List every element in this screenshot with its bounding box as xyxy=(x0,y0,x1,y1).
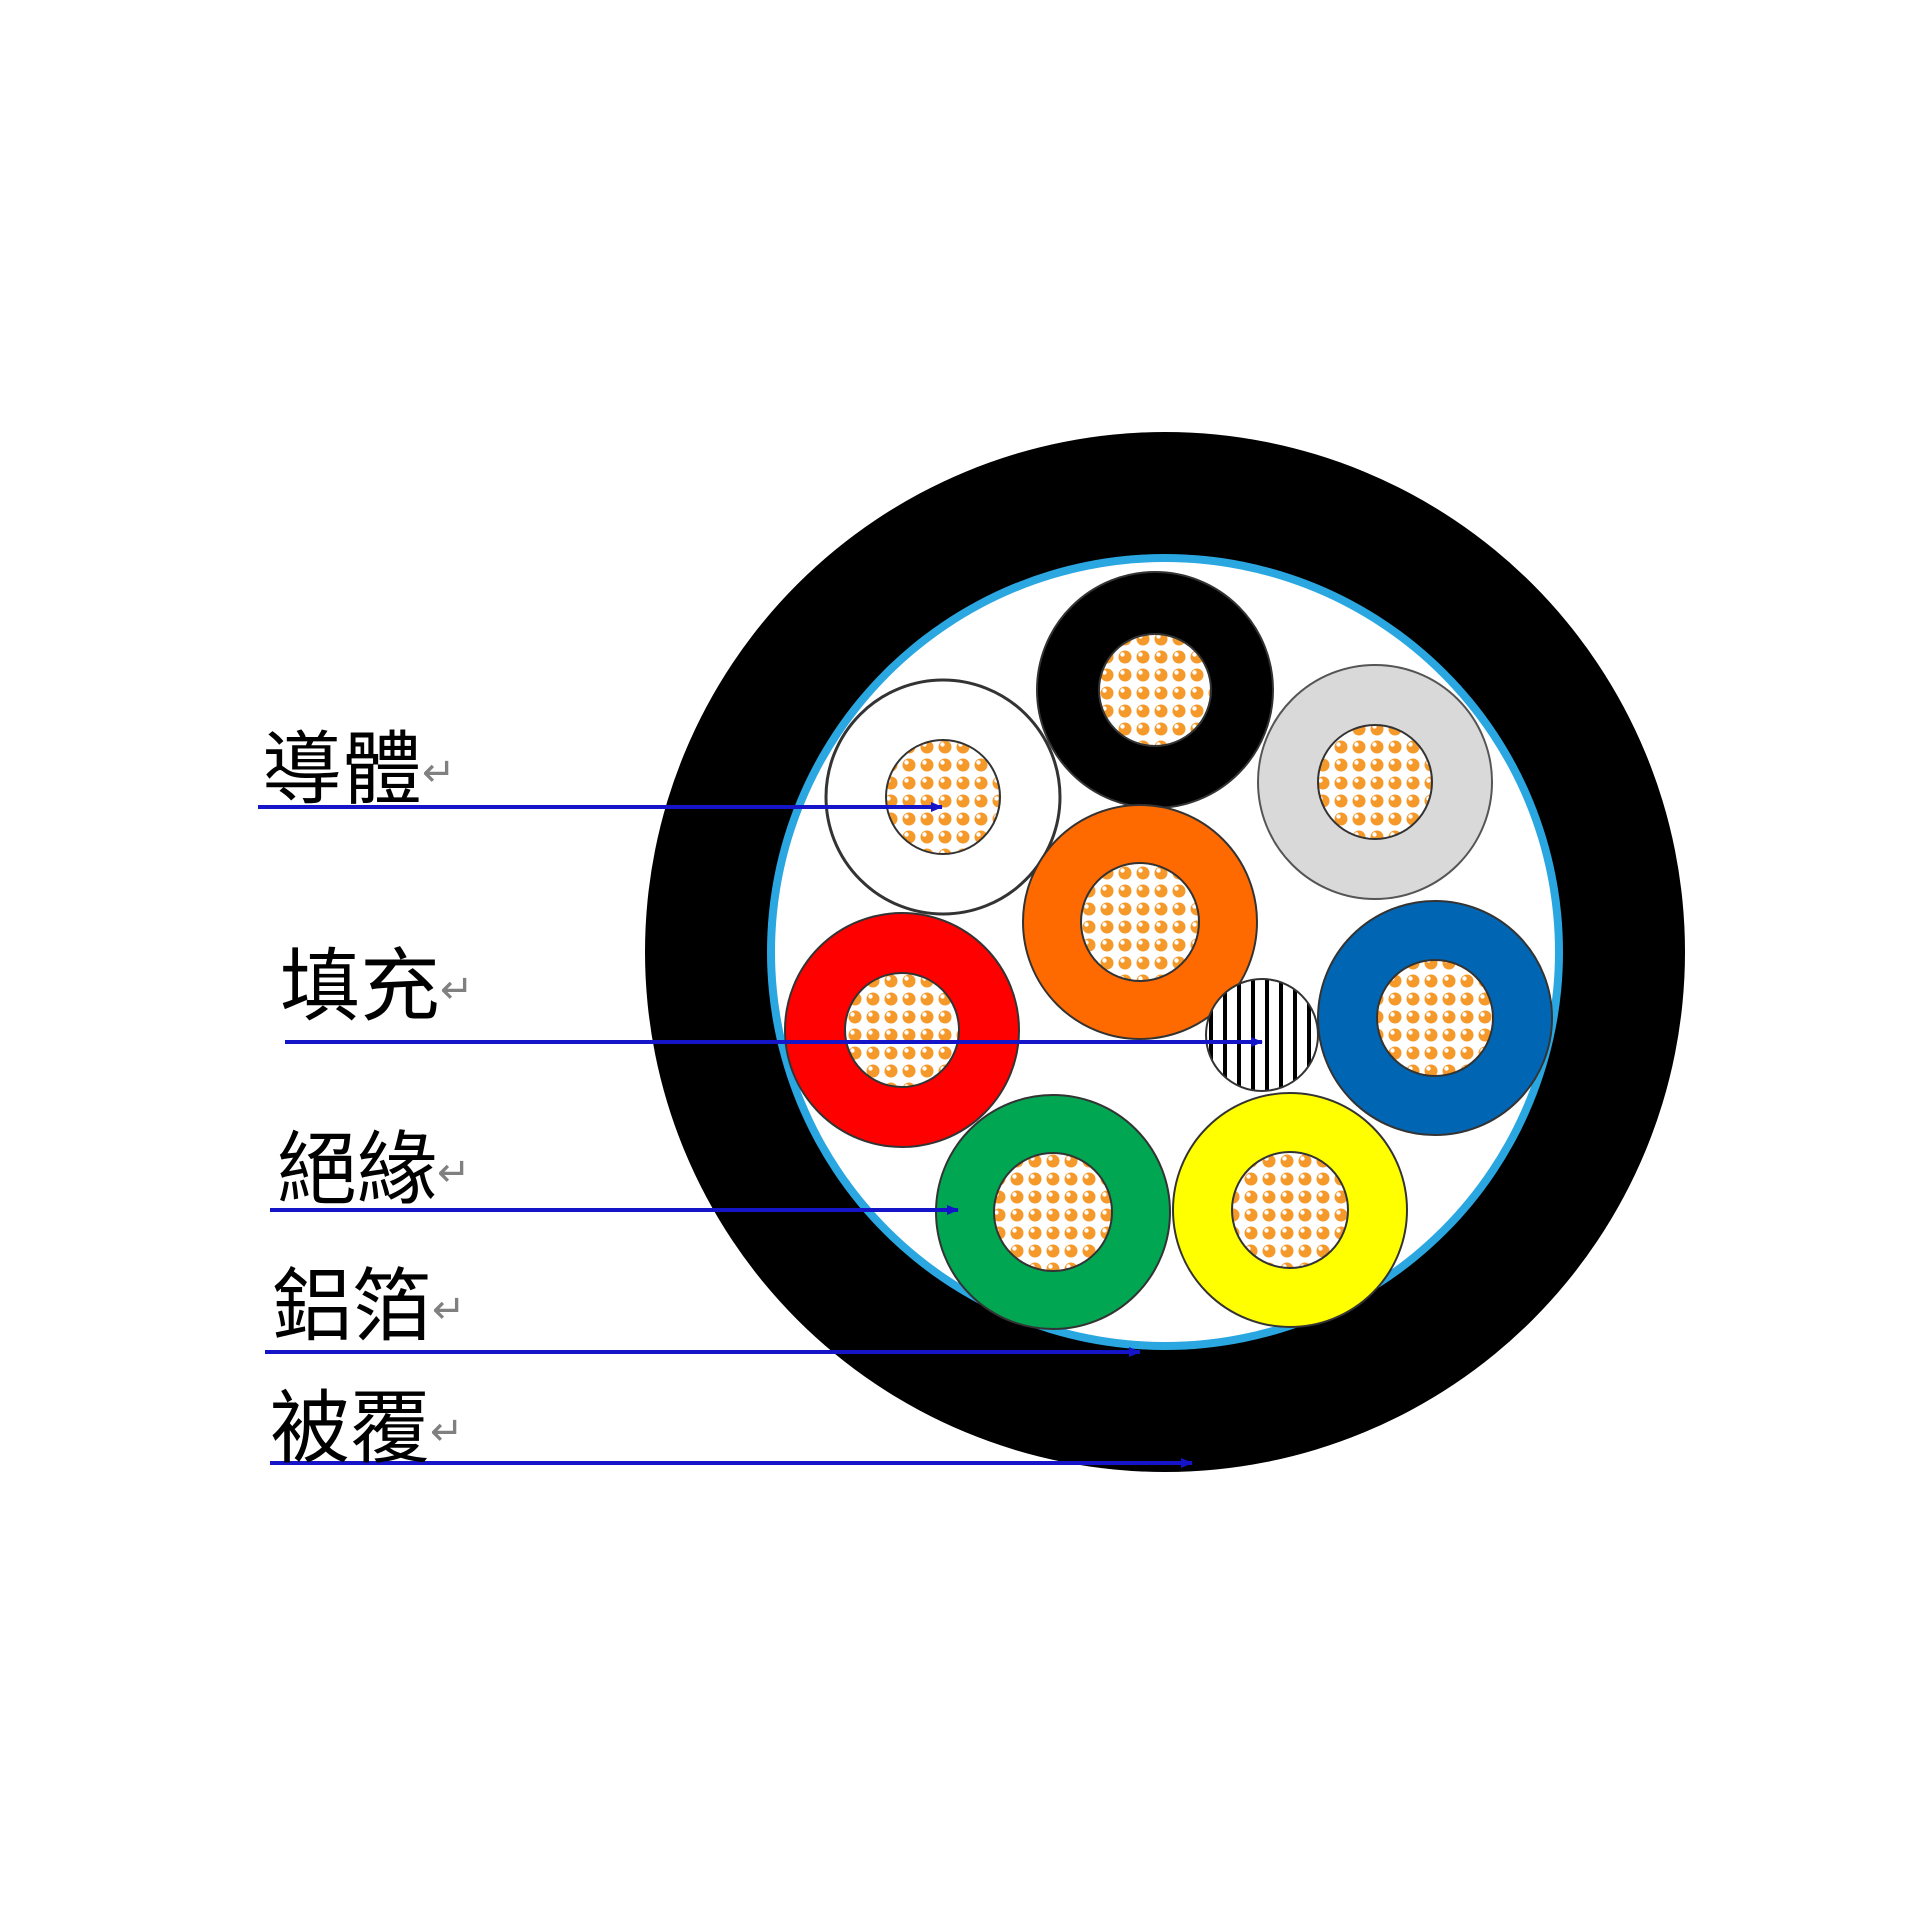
jacket-return-mark: ↵ xyxy=(430,1409,464,1455)
filler-return-mark: ↵ xyxy=(440,967,474,1013)
filler-element xyxy=(1205,978,1319,1092)
foil-return-mark: ↵ xyxy=(432,1287,466,1333)
core-green xyxy=(935,1094,1171,1330)
conductor-return-mark: ↵ xyxy=(422,750,456,796)
core-white xyxy=(824,678,1062,916)
core-blue-conductor xyxy=(1376,959,1494,1077)
core-red xyxy=(784,912,1020,1148)
core-blue xyxy=(1317,900,1553,1136)
core-yellow-conductor xyxy=(1231,1151,1349,1269)
core-green-conductor xyxy=(993,1152,1113,1272)
foil-label: 鋁箔 xyxy=(272,1260,432,1353)
core-black xyxy=(1036,571,1274,809)
insulation-label: 絕緣 xyxy=(277,1123,437,1216)
core-orange xyxy=(1022,804,1258,1040)
core-yellow xyxy=(1172,1092,1408,1328)
core-grey-conductor xyxy=(1317,724,1433,840)
core-black-conductor xyxy=(1098,633,1212,747)
core-red-conductor xyxy=(844,972,960,1088)
conductor-label: 導體 xyxy=(262,723,422,816)
core-grey xyxy=(1257,664,1493,900)
filler-label: 填充 xyxy=(280,940,440,1033)
insulation-return-mark: ↵ xyxy=(437,1150,471,1196)
jacket-label: 被覆 xyxy=(270,1382,430,1475)
core-white-conductor xyxy=(885,739,1001,855)
core-orange-conductor xyxy=(1080,862,1200,982)
